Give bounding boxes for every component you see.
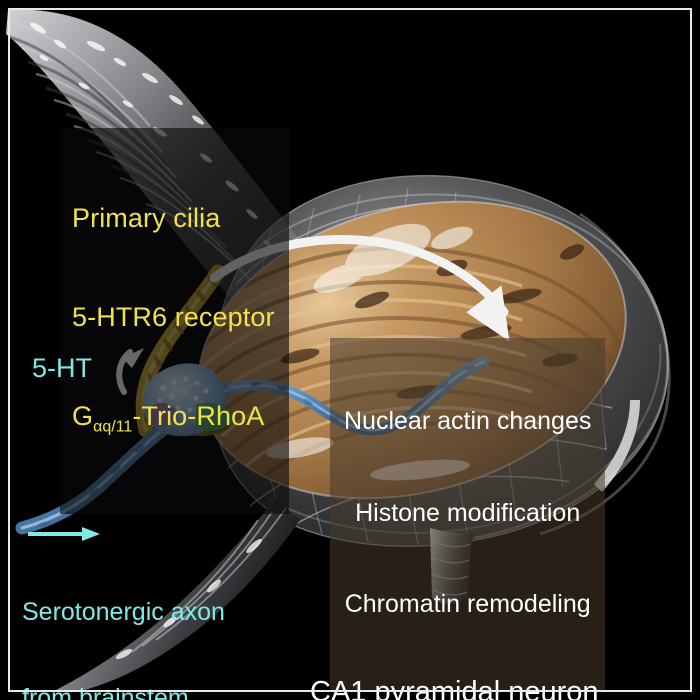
serotonin-label: 5-HT	[32, 353, 92, 383]
cilia-line-2: 5-HTR6 receptor	[72, 301, 275, 332]
g-protein-suffix: -Trio-RhoA	[132, 400, 265, 431]
axon-line-1: Serotonergic axon	[22, 597, 225, 626]
g-protein-prefix: G	[72, 400, 94, 431]
nucleus-line-1: Nuclear actin changes	[344, 407, 592, 435]
neuron-caption: CA1 pyramidal neuron hippocampus	[310, 605, 599, 700]
nucleus-line-3: Chromatin remodeling	[344, 590, 591, 618]
primary-cilia-label: Primary cilia 5-HTR6 receptor Gαq/11-Tri…	[60, 128, 289, 515]
nucleus-line-2: Histone modification	[355, 498, 581, 527]
axon-direction-arrow	[28, 527, 100, 541]
g-protein-subscript: αq/11	[93, 417, 133, 435]
cilia-line-3: Gαq/11-Trio-RhoA	[72, 400, 275, 437]
cilia-line-1: Primary cilia	[72, 202, 221, 233]
axon-line-2: from brainstem	[22, 683, 189, 700]
caption-line-1: CA1 pyramidal neuron	[310, 675, 599, 700]
serotonergic-axon-label: Serotonergic axon from brainstem	[22, 540, 225, 700]
nuclear-events-label: Nuclear actin changes Histone modificati…	[330, 338, 606, 691]
